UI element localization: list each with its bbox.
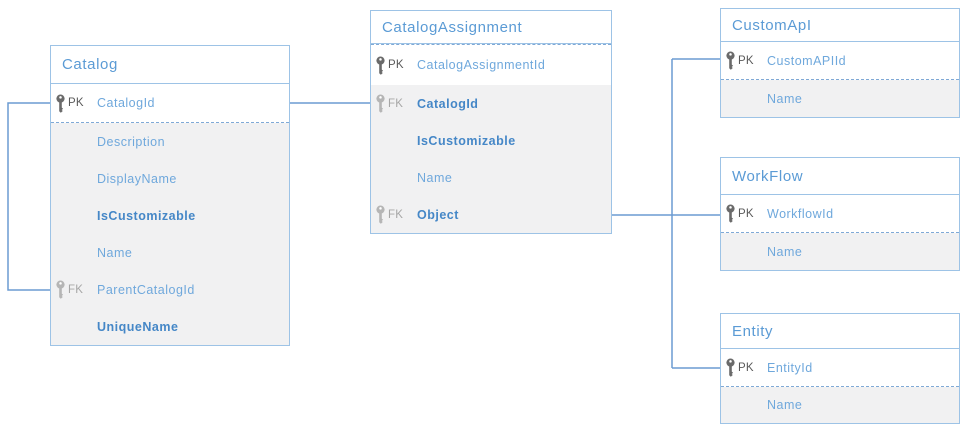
field-row: Name (371, 159, 611, 196)
primary-key-icon (55, 94, 68, 113)
foreign-key-icon (375, 94, 388, 113)
entity-body: Description DisplayName IsCustomizable N… (51, 123, 289, 345)
field-row: Name (721, 387, 959, 423)
field-row-primary-key: PK EntityId (721, 349, 959, 387)
entity-title: WorkFlow (721, 158, 959, 195)
entity-title: CustomApI (721, 9, 959, 42)
field-name: IsCustomizable (97, 208, 196, 223)
field-name: UniqueName (97, 319, 179, 334)
connector-catalog-self-reference[interactable] (7, 102, 50, 291)
entity-title: CatalogAssignment (371, 11, 611, 44)
field-row: Name (721, 80, 959, 117)
field-name: ParentCatalogId (97, 282, 195, 297)
field-row: Description (51, 123, 289, 160)
field-row-foreign-key: FK Object (371, 196, 611, 233)
field-name: CatalogId (417, 96, 479, 111)
key-badge: PK (68, 97, 84, 109)
field-row: Name (51, 234, 289, 271)
primary-key-icon (725, 358, 738, 377)
entity-title: Entity (721, 314, 959, 349)
field-name: Name (767, 244, 803, 259)
field-row-primary-key: PK CatalogAssignmentId (371, 44, 611, 85)
key-badge: PK (738, 361, 754, 374)
field-name: CatalogId (97, 96, 156, 110)
field-name: DisplayName (97, 171, 177, 186)
entity-table-workflow[interactable]: WorkFlow PK WorkflowId Name (720, 157, 960, 271)
field-row-primary-key: PK WorkflowId (721, 195, 959, 233)
key-badge: FK (388, 208, 404, 221)
field-name: EntityId (767, 360, 813, 375)
key-badge: FK (388, 97, 404, 110)
field-row-foreign-key: FK ParentCatalogId (51, 271, 289, 308)
entity-table-catalogassignment[interactable]: CatalogAssignment PK CatalogAssignmentId… (370, 10, 612, 234)
primary-key-icon (725, 204, 738, 223)
primary-key-icon (375, 56, 388, 75)
field-name: Name (417, 170, 453, 185)
key-badge: PK (388, 59, 404, 71)
field-name: Name (767, 91, 803, 106)
field-row-primary-key: PK CatalogId (51, 84, 289, 123)
field-name: CustomAPIId (767, 53, 847, 68)
foreign-key-icon (55, 280, 68, 299)
key-badge: FK (68, 283, 84, 296)
field-row: Name (721, 233, 959, 270)
field-name: Description (97, 134, 166, 149)
field-name: IsCustomizable (417, 133, 516, 148)
foreign-key-icon (375, 205, 388, 224)
field-row-foreign-key: FK CatalogId (371, 85, 611, 122)
key-badge: PK (738, 207, 754, 220)
field-name: CatalogAssignmentId (417, 58, 546, 72)
field-row-primary-key: PK CustomAPIId (721, 42, 959, 80)
entity-body: FK CatalogId IsCustomizable Name FK Obje… (371, 85, 611, 233)
entity-body: Name (721, 233, 959, 270)
entity-title: Catalog (51, 46, 289, 84)
field-row: IsCustomizable (371, 122, 611, 159)
entity-body: Name (721, 387, 959, 423)
primary-key-icon (725, 51, 738, 70)
entity-table-catalog[interactable]: Catalog PK CatalogId Description Display… (50, 45, 290, 346)
field-row: IsCustomizable (51, 197, 289, 234)
field-name: WorkflowId (767, 206, 834, 221)
field-name: Object (417, 207, 459, 222)
field-name: Name (767, 398, 803, 412)
field-name: Name (97, 245, 133, 260)
entity-table-entity[interactable]: Entity PK EntityId Name (720, 313, 960, 424)
field-row: DisplayName (51, 160, 289, 197)
field-row: UniqueName (51, 308, 289, 345)
key-badge: PK (738, 54, 754, 67)
entity-table-customapi[interactable]: CustomApI PK CustomAPIId Name (720, 8, 960, 118)
entity-body: Name (721, 80, 959, 117)
